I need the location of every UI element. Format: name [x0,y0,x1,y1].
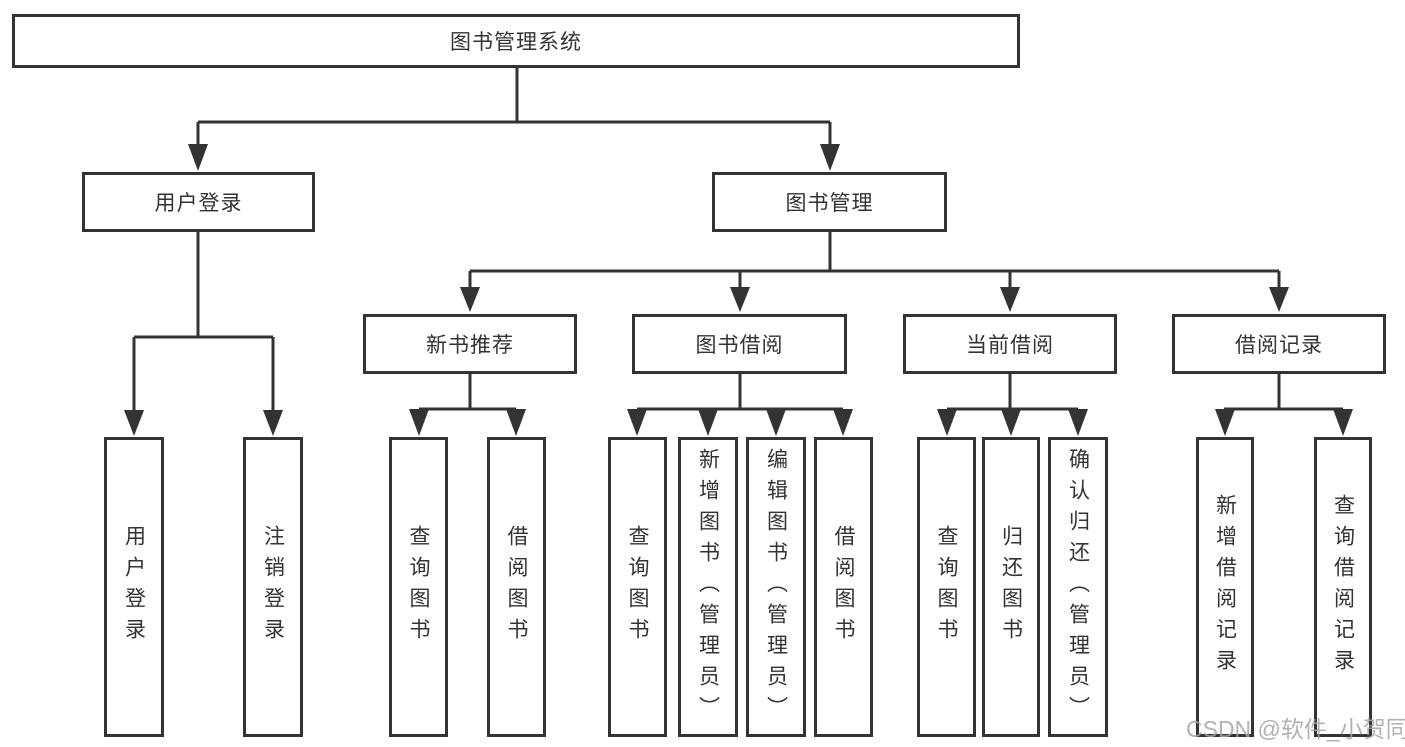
node-user-login: 用户登录 [82,172,315,232]
leaf-borrow-add-book-admin: 新增图书（管理员） [678,437,738,737]
csdn-watermark: CSDN @软件_小贺同学 [1186,716,1405,742]
node-book-borrow: 图书借阅 [632,314,847,374]
node-borrow-record: 借阅记录 [1172,314,1386,374]
leaf-recommend-query-book: 查询图书 [389,437,448,737]
node-new-book-recommend: 新书推荐 [363,314,577,374]
leaf-current-return-book: 归还图书 [982,437,1040,737]
leaf-borrow-borrow-book: 借阅图书 [814,437,873,737]
leaf-borrow-query-book: 查询图书 [608,437,667,737]
node-library-system-root: 图书管理系统 [12,14,1020,68]
leaf-record-query-borrow-record: 查询借阅记录 [1314,437,1372,737]
leaf-user-login: 用户登录 [104,437,164,737]
leaf-record-add-borrow-record: 新增借阅记录 [1196,437,1254,737]
leaf-logout: 注销登录 [243,437,303,737]
leaf-borrow-edit-book-admin: 编辑图书（管理员） [746,437,806,737]
leaf-current-confirm-return-admin: 确认归还（管理员） [1048,437,1108,737]
leaf-recommend-borrow-book: 借阅图书 [487,437,546,737]
leaf-current-query-book: 查询图书 [917,437,976,737]
node-book-management: 图书管理 [712,172,947,232]
node-current-borrow: 当前借阅 [903,314,1117,374]
